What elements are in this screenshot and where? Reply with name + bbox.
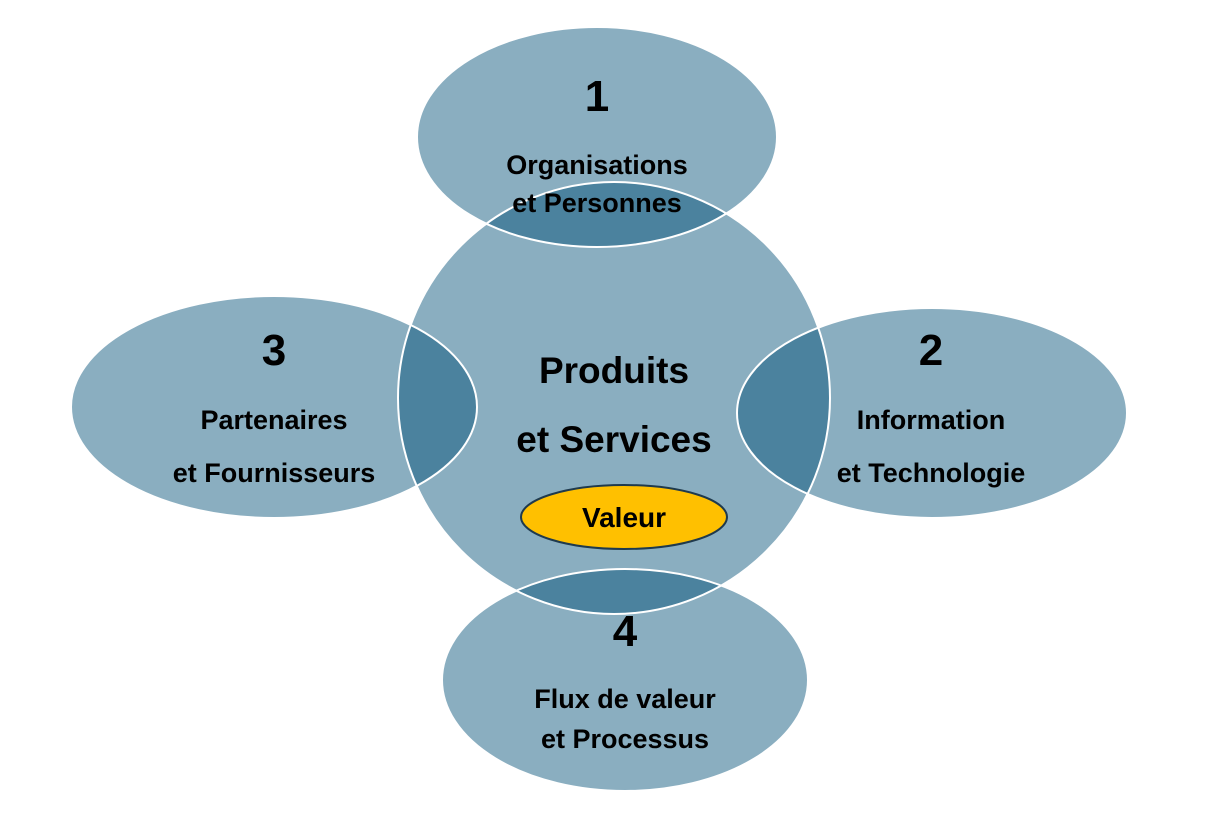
dimension-1-label-line2: et Personnes	[512, 188, 682, 218]
dimension-1-label-line1: Organisations	[506, 150, 688, 180]
dimension-2-label-line2: et Technologie	[837, 458, 1026, 488]
dimension-2-label-line1: Information	[857, 405, 1006, 435]
center-label-line2: et Services	[516, 419, 711, 460]
center-label-line1: Produits	[539, 350, 689, 391]
dimension-2-number: 2	[919, 326, 943, 375]
dimension-1-number: 1	[585, 72, 609, 121]
value-badge-label: Valeur	[582, 502, 666, 533]
value-badge	[520, 484, 728, 550]
dimension-4-number: 4	[613, 607, 638, 656]
dimension-3-number: 3	[262, 326, 286, 375]
dimension-3-label-line2: et Fournisseurs	[173, 458, 376, 488]
dimension-3-label-line1: Partenaires	[200, 405, 347, 435]
dimension-4-label-line1: Flux de valeur	[534, 684, 716, 714]
dimension-4-label-line2: et Processus	[541, 724, 709, 754]
